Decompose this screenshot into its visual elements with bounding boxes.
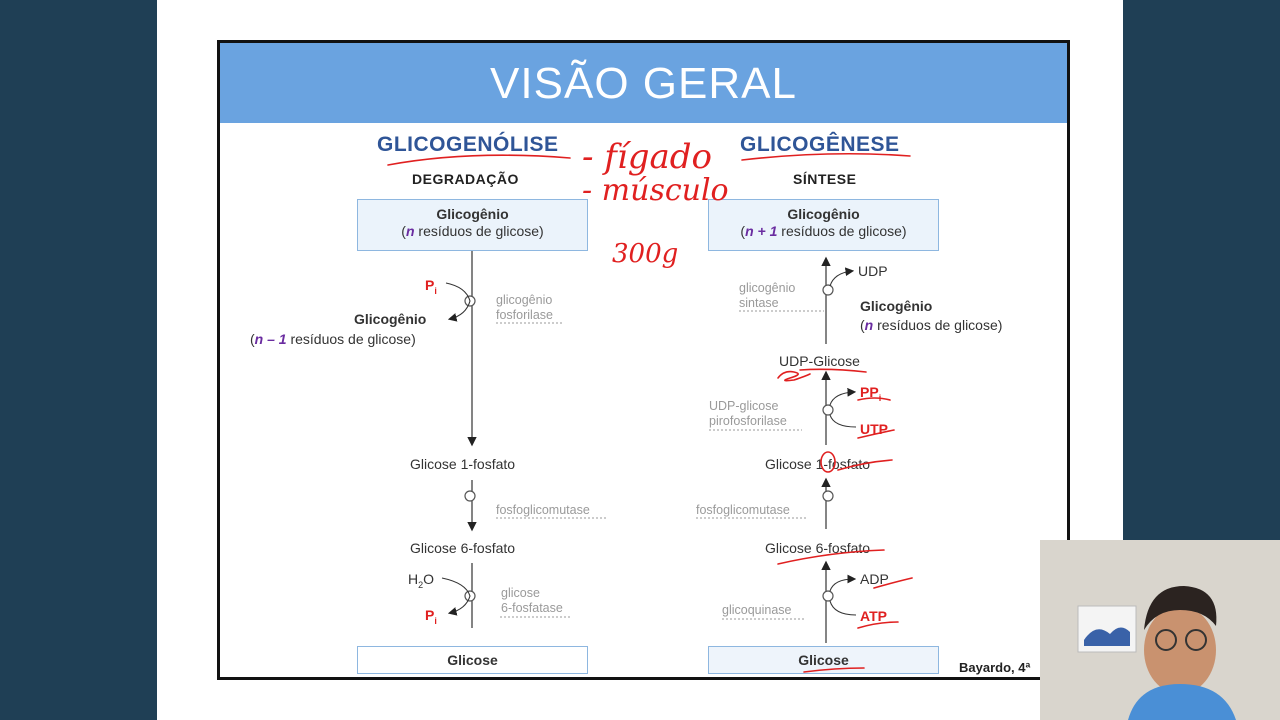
left-enzyme-fosfoglicomutase: fosfoglicomutase: [496, 503, 590, 517]
right-branch-atp: [829, 600, 857, 616]
atp-label: ATP: [860, 608, 887, 624]
right-reaction-node-2: [822, 404, 834, 416]
right-glicose-box: Glicose: [708, 646, 939, 674]
slide: VISÃO GERAL GLICOGENÓLISE DEGRADAÇÃO GLI…: [217, 40, 1070, 680]
subheading-sintese: SÍNTESE: [793, 171, 857, 187]
right-branch-utp: [829, 414, 857, 428]
left-glycogen-residues: (n resíduos de glicose): [401, 223, 544, 239]
right-reaction-node-3: [822, 490, 834, 502]
left-glicose-1-fosfato: Glicose 1-fosfato: [410, 456, 516, 472]
left-reaction-node-2: [464, 490, 476, 502]
subheading-degradacao: DEGRADAÇÃO: [412, 171, 519, 187]
title-banner: VISÃO GERAL: [220, 43, 1067, 123]
left-glycogen-product: Glicogênio: [354, 311, 427, 327]
right-glycogen-residues: (n + 1 resíduos de glicose): [740, 223, 907, 239]
citation-credit: Bayardo, 4ª: [959, 660, 1031, 675]
right-glycogen-box: Glicogênio (n + 1 resíduos de glicose): [708, 199, 939, 251]
heading-glicogenese: GLICOGÊNESE: [740, 133, 900, 156]
var-n-plus-1: n + 1: [745, 223, 778, 239]
heading-glicogenolise: GLICOGENÓLISE: [377, 133, 559, 156]
left-glicose-box: Glicose: [357, 646, 588, 674]
h2o-label: H2O: [408, 571, 435, 590]
enzyme-glicoquinase: glicoquinase: [722, 603, 792, 617]
udp-label: UDP: [858, 263, 888, 279]
left-glycogen-box: Glicogênio (n resíduos de glicose): [357, 199, 588, 251]
var-n: n: [405, 223, 415, 239]
presenter-webcam: [1040, 540, 1280, 720]
presenter-video-icon: [1040, 540, 1280, 720]
left-glicose-6-fosfato: Glicose 6-fosfato: [410, 540, 516, 556]
right-glycogen-product-residues: (n resíduos de glicose): [860, 317, 1003, 333]
udp-glicose: UDP-Glicose: [779, 353, 860, 369]
right-branch-udp: [829, 267, 855, 287]
right-branch-adp: [829, 574, 857, 592]
left-glycogen-label: Glicogênio: [436, 206, 509, 222]
right-enzyme-fosfoglicomutase: fosfoglicomutase: [696, 503, 790, 517]
right-reaction-node-4: [822, 590, 834, 602]
residues-text: resíduos de glicose): [414, 223, 544, 239]
right-reaction-node-1: [822, 284, 834, 296]
slide-title: VISÃO GERAL: [490, 59, 797, 108]
right-glicose-label: Glicose: [798, 652, 849, 668]
right-branch-ppi: [829, 387, 857, 406]
right-glycogen-product: Glicogênio: [860, 298, 933, 314]
left-glicose-label: Glicose: [447, 652, 498, 668]
left-branch-3: [441, 577, 471, 616]
residues-text: resíduos de glicose): [777, 223, 907, 239]
left-pi2-label: Pi: [425, 607, 437, 626]
left-branch-1: [445, 282, 471, 322]
left-pi-label: Pi: [425, 277, 437, 296]
left-glycogen-product-residues: (n – 1 resíduos de glicose): [250, 331, 416, 347]
right-glycogen-label: Glicogênio: [787, 206, 860, 222]
pathway-arrows: [441, 251, 857, 643]
